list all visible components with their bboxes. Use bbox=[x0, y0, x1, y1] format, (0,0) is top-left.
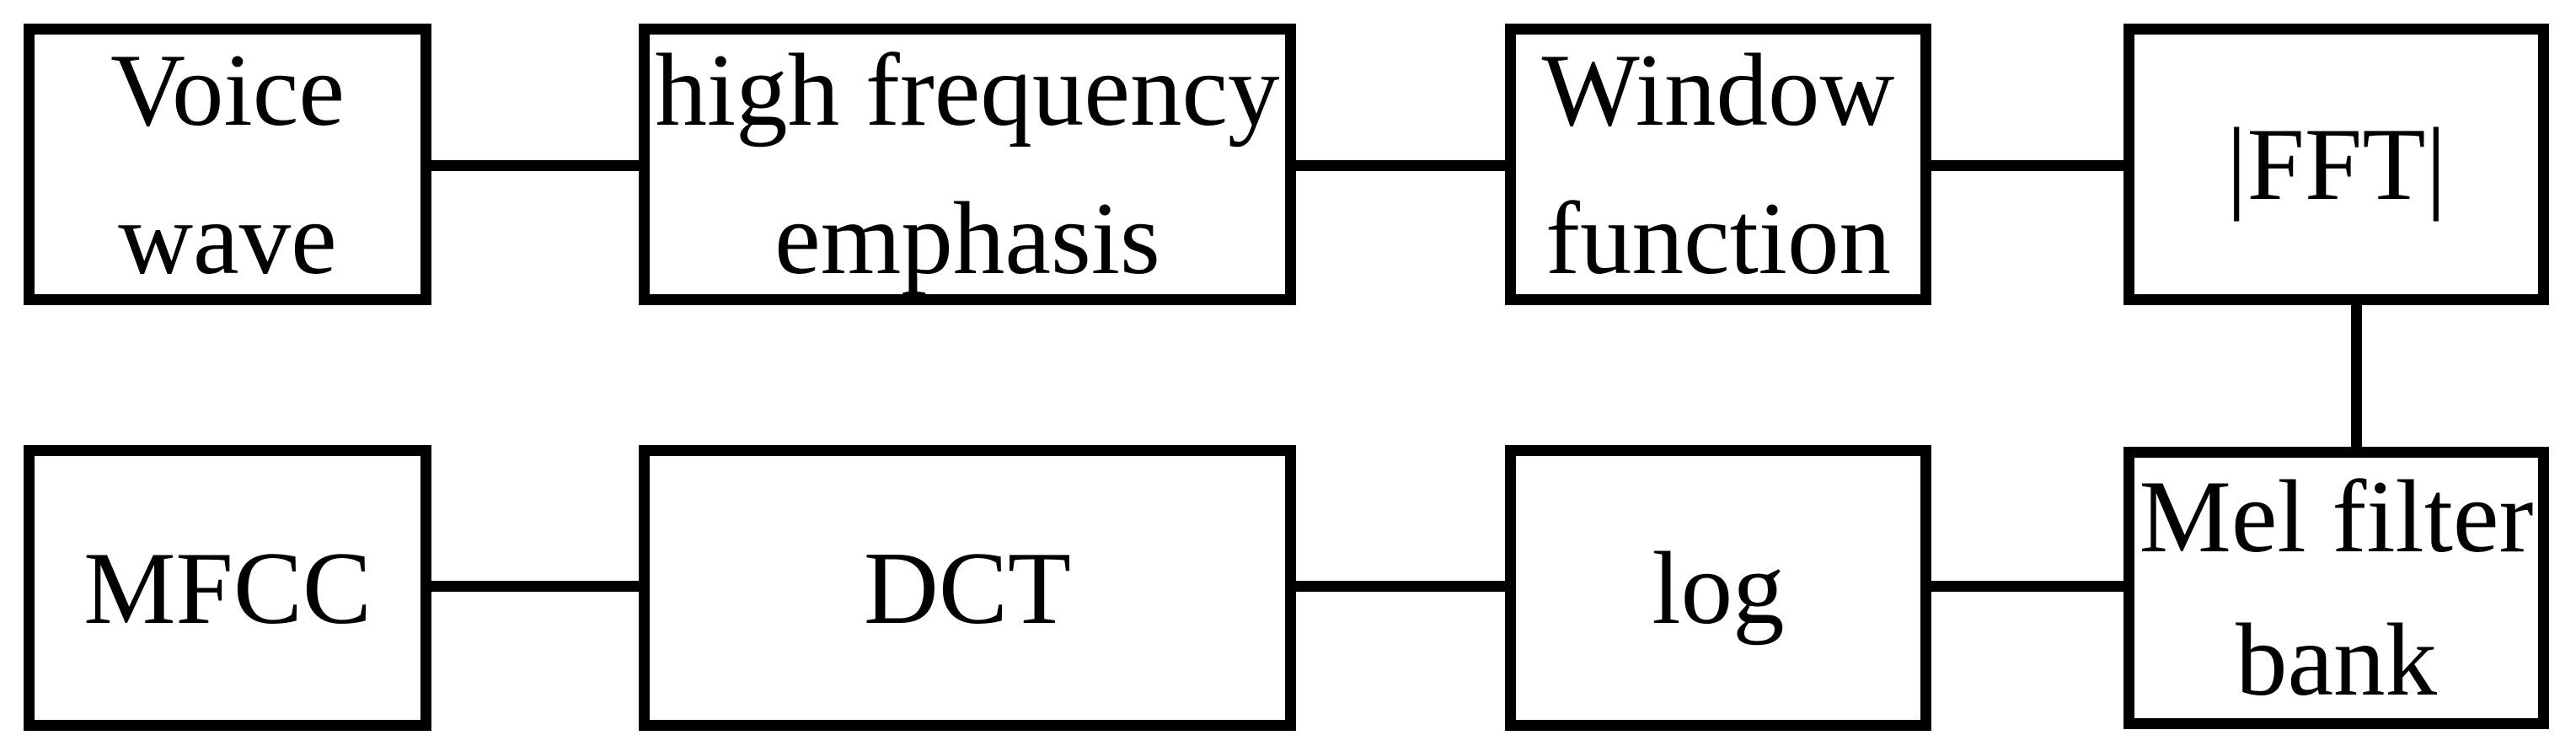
block-voice-wave-label-line1: Voice bbox=[110, 32, 345, 148]
connector-mel-filter-bank-to-log bbox=[1931, 581, 2123, 592]
block-dct-label: DCT bbox=[864, 529, 1071, 646]
connector-high-frequency-emphasis-to-window-function bbox=[1296, 160, 1505, 171]
block-log: log bbox=[1505, 445, 1931, 731]
connector-window-function-to-fft bbox=[1931, 160, 2123, 171]
block-window-function: Window function bbox=[1505, 24, 1931, 305]
connector-log-to-dct bbox=[1296, 581, 1505, 592]
block-mel-filter-bank: Mel filter bank bbox=[2123, 447, 2549, 729]
block-mel-filter-bank-label-line2: bank bbox=[2235, 601, 2438, 717]
block-window-function-label-line1: Window bbox=[1541, 32, 1895, 148]
block-fft-label: |FFT| bbox=[2225, 106, 2447, 222]
block-dct: DCT bbox=[639, 445, 1296, 731]
connector-fft-to-mel-filter-bank bbox=[2351, 305, 2362, 447]
block-voice-wave-label-line2: wave bbox=[118, 180, 337, 296]
connector-dct-to-mfcc bbox=[431, 581, 639, 592]
block-high-frequency-emphasis: high frequency emphasis bbox=[639, 24, 1296, 305]
block-high-frequency-emphasis-label-line2: emphasis bbox=[774, 180, 1160, 296]
block-mfcc: MFCC bbox=[24, 445, 431, 731]
block-log-label: log bbox=[1652, 529, 1785, 646]
block-mel-filter-bank-label-line1: Mel filter bbox=[2139, 458, 2534, 574]
block-mfcc-label: MFCC bbox=[83, 529, 372, 646]
block-fft: |FFT| bbox=[2123, 24, 2549, 305]
block-voice-wave: Voice wave bbox=[24, 24, 431, 305]
block-high-frequency-emphasis-label-line1: high frequency bbox=[655, 32, 1280, 148]
block-window-function-label-line2: function bbox=[1545, 180, 1891, 296]
connector-voice-wave-to-high-frequency-emphasis bbox=[431, 160, 639, 171]
